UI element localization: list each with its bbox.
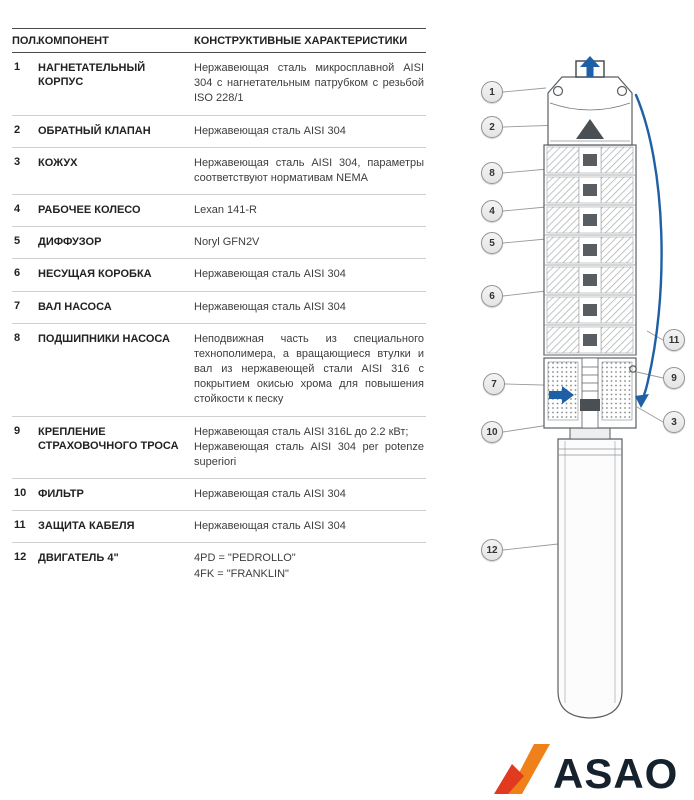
row-pos: 5 [14,235,21,248]
row-component: ВАЛ НАСОСА [38,300,112,313]
intake-arrow-icon [549,386,574,404]
callout-4: 4 [481,200,503,222]
row-spec: Noryl GFN2V [194,236,260,249]
pump-diagram [502,56,664,719]
flow-arrow-icon [580,56,600,77]
callout-7: 7 [483,373,505,395]
table-row: 5 ДИФФУЗОР Noryl GFN2V [12,227,426,260]
callout-leader-lines [502,87,664,551]
table-row: 7 ВАЛ НАСОСА Нержавеющая сталь AISI 304 [12,292,426,324]
header-pos: ПОЛ. [12,35,39,47]
row-spec: Lexan 141-R [194,204,257,217]
row-pos: 9 [14,424,21,437]
header-component: КОМПОНЕНТ [38,35,109,47]
callout-9: 9 [663,367,685,389]
components-table: ПОЛ. КОМПОНЕНТ КОНСТРУКТИВНЫЕ ХАРАКТЕРИС… [12,28,426,590]
row-pos: 8 [14,331,21,344]
logo-text: ASAO [553,750,679,798]
filter-section [543,357,637,429]
logo-swoosh-icon [494,744,550,794]
table-row: 10 ФИЛЬТР Нержавеющая сталь AISI 304 [12,479,426,512]
delivery-head [547,56,633,146]
row-component: КОЖУХ [38,156,78,169]
check-valve [576,119,604,139]
row-spec: Нержавеющая сталь AISI 316L до 2.2 кВт; … [194,425,424,468]
row-component: НАГНЕТАТЕЛЬНЫЙ КОРПУС [38,62,146,89]
row-pos: 3 [14,155,21,168]
row-pos: 2 [14,123,21,136]
callout-2: 2 [481,116,503,138]
callout-11: 11 [663,329,685,351]
asao-logo: ASAO [494,738,679,798]
row-spec: 4PD = "PEDROLLO" 4FK = "FRANKLIN" [194,552,296,580]
table-row: 11 ЗАЩИТА КАБЕЛЯ Нержавеющая сталь AISI … [12,511,426,544]
row-pos: 11 [14,519,26,532]
table-row: 8 ПОДШИПНИКИ НАСОСА Неподвижная часть из… [12,324,426,417]
row-spec: Нержавеющая сталь AISI 304, параметры со… [194,156,424,184]
cable-guard-line [634,93,663,408]
row-spec: Нержавеющая сталь AISI 304 [194,124,346,137]
rope-eyelet [629,365,637,373]
table-row: 12 ДВИГАТЕЛЬ 4" 4PD = "PEDROLLO" 4FK = "… [12,543,426,589]
row-pos: 7 [14,299,21,312]
table-header: ПОЛ. КОМПОНЕНТ КОНСТРУКТИВНЫЕ ХАРАКТЕРИС… [12,28,426,53]
callout-5: 5 [481,232,503,254]
row-component: НЕСУЩАЯ КОРОБКА [38,268,152,281]
row-spec: Неподвижная часть из специального техноп… [194,332,424,406]
row-component: ОБРАТНЫЙ КЛАПАН [38,124,151,137]
motor-section [557,438,623,719]
row-pos: 12 [14,551,27,564]
row-component: ЗАЩИТА КАБЕЛЯ [38,520,135,533]
table-row: 6 НЕСУЩАЯ КОРОБКА Нержавеющая сталь AISI… [12,259,426,292]
row-pos: 6 [14,267,21,280]
row-component: ПОДШИПНИКИ НАСОСА [38,332,170,345]
row-spec: Нержавеющая сталь AISI 304 [194,268,346,281]
row-spec: Нержавеющая сталь AISI 304 [194,300,346,313]
callout-8: 8 [481,162,503,184]
row-spec: Нержавеющая сталь AISI 304 [194,488,346,501]
table-row: 3 КОЖУХ Нержавеющая сталь AISI 304, пара… [12,148,426,196]
table-row: 9 КРЕПЛЕНИЕ СТРАХОВОЧНОГО ТРОСА Нержавею… [12,417,426,480]
table-row: 2 ОБРАТНЫЙ КЛАПАН Нержавеющая сталь AISI… [12,116,426,148]
table-row: 4 РАБОЧЕЕ КОЛЕСО Lexan 141-R [12,195,426,228]
row-component: РАБОЧЕЕ КОЛЕСО [38,204,141,217]
callout-6: 6 [481,285,503,307]
row-pos: 1 [14,61,21,73]
row-pos: 4 [14,203,21,216]
table-row: 1 НАГНЕТАТЕЛЬНЫЙ КОРПУС Нержавеющая стал… [12,53,426,116]
callout-12: 12 [481,539,503,561]
row-component: ДИФФУЗОР [38,236,102,249]
callout-1: 1 [481,81,503,103]
header-spec: КОНСТРУКТИВНЫЕ ХАРАКТЕРИСТИКИ [194,35,408,47]
row-spec: Нержавеющая сталь микросплавной AISI 304… [194,62,424,105]
callout-10: 10 [481,421,503,443]
row-component: ДВИГАТЕЛЬ 4" [38,552,119,565]
row-component: КРЕПЛЕНИЕ СТРАХОВОЧНОГО ТРОСА [38,425,179,452]
callout-3: 3 [663,411,685,433]
row-spec: Нержавеющая сталь AISI 304 [194,520,346,533]
row-component: ФИЛЬТР [38,488,84,501]
stage-stack [543,144,637,356]
row-pos: 10 [14,487,27,500]
